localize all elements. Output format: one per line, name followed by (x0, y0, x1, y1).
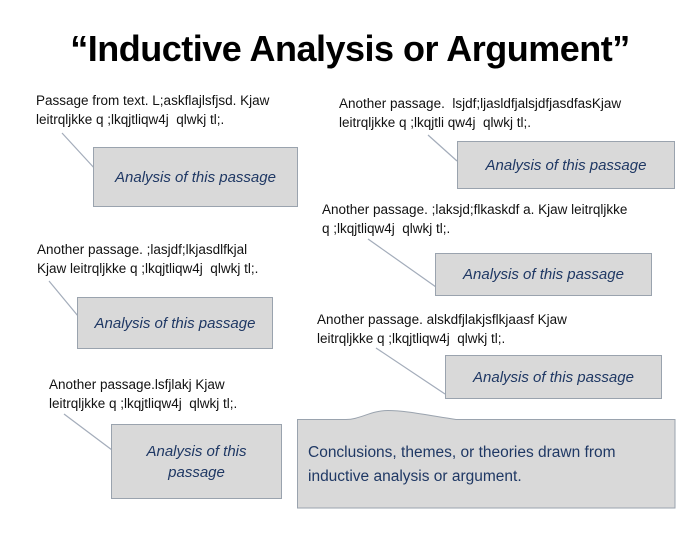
connector-line-top-right (427, 134, 458, 162)
analysis-box-bottom-right: Analysis of this passage (445, 355, 662, 399)
analysis-box-middle-left: Analysis of this passage (77, 297, 273, 349)
connector-line-middle-left (48, 280, 79, 317)
analysis-box-top-right: Analysis of this passage (457, 141, 675, 189)
analysis-box-label: Analysis of this passage (463, 266, 624, 283)
connector-line-bottom-left (63, 413, 113, 451)
analysis-box-label: Analysis of this passage (485, 156, 647, 174)
analysis-box-label: Analysis of this passage (146, 442, 247, 481)
passage-text-middle-right: Another passage. ;laksjd;flkaskdf a. Kja… (322, 202, 628, 236)
analysis-box-bottom-left: Analysis of this passage (111, 424, 282, 499)
passage-text-middle-left: Another passage. ;lasjdf;lkjasdlfkjal Kj… (37, 242, 259, 276)
passage-text-top-right: Another passage. lsjdf;ljasldfjalsjdfjas… (339, 96, 622, 130)
slide-title: “Inductive Analysis or Argument” (70, 28, 630, 69)
analysis-box-middle-right: Analysis of this passage (435, 253, 652, 296)
passage-text-top-left: Passage from text. L;askflajlsfjsd. Kjaw… (36, 93, 270, 127)
passage-text-bottom-left: Another passage.lsfjlakj Kjaw leitrqljkk… (49, 377, 238, 411)
connector-line-bottom-right (375, 347, 446, 395)
analysis-box-top-left: Analysis of this passage (93, 147, 298, 207)
conclusion-text: Conclusions, themes, or theories drawn f… (308, 444, 616, 485)
analysis-box-label: Analysis of this passage (473, 368, 634, 386)
passage-text-bottom-right: Another passage. alskdfjlakjsflkjaasf Kj… (317, 312, 567, 346)
connector-line-top-left (61, 132, 97, 171)
analysis-box-label: Analysis of this passage (94, 314, 256, 332)
analysis-box-label: Analysis of this passage (115, 168, 276, 186)
connector-line-middle-right (367, 238, 437, 288)
